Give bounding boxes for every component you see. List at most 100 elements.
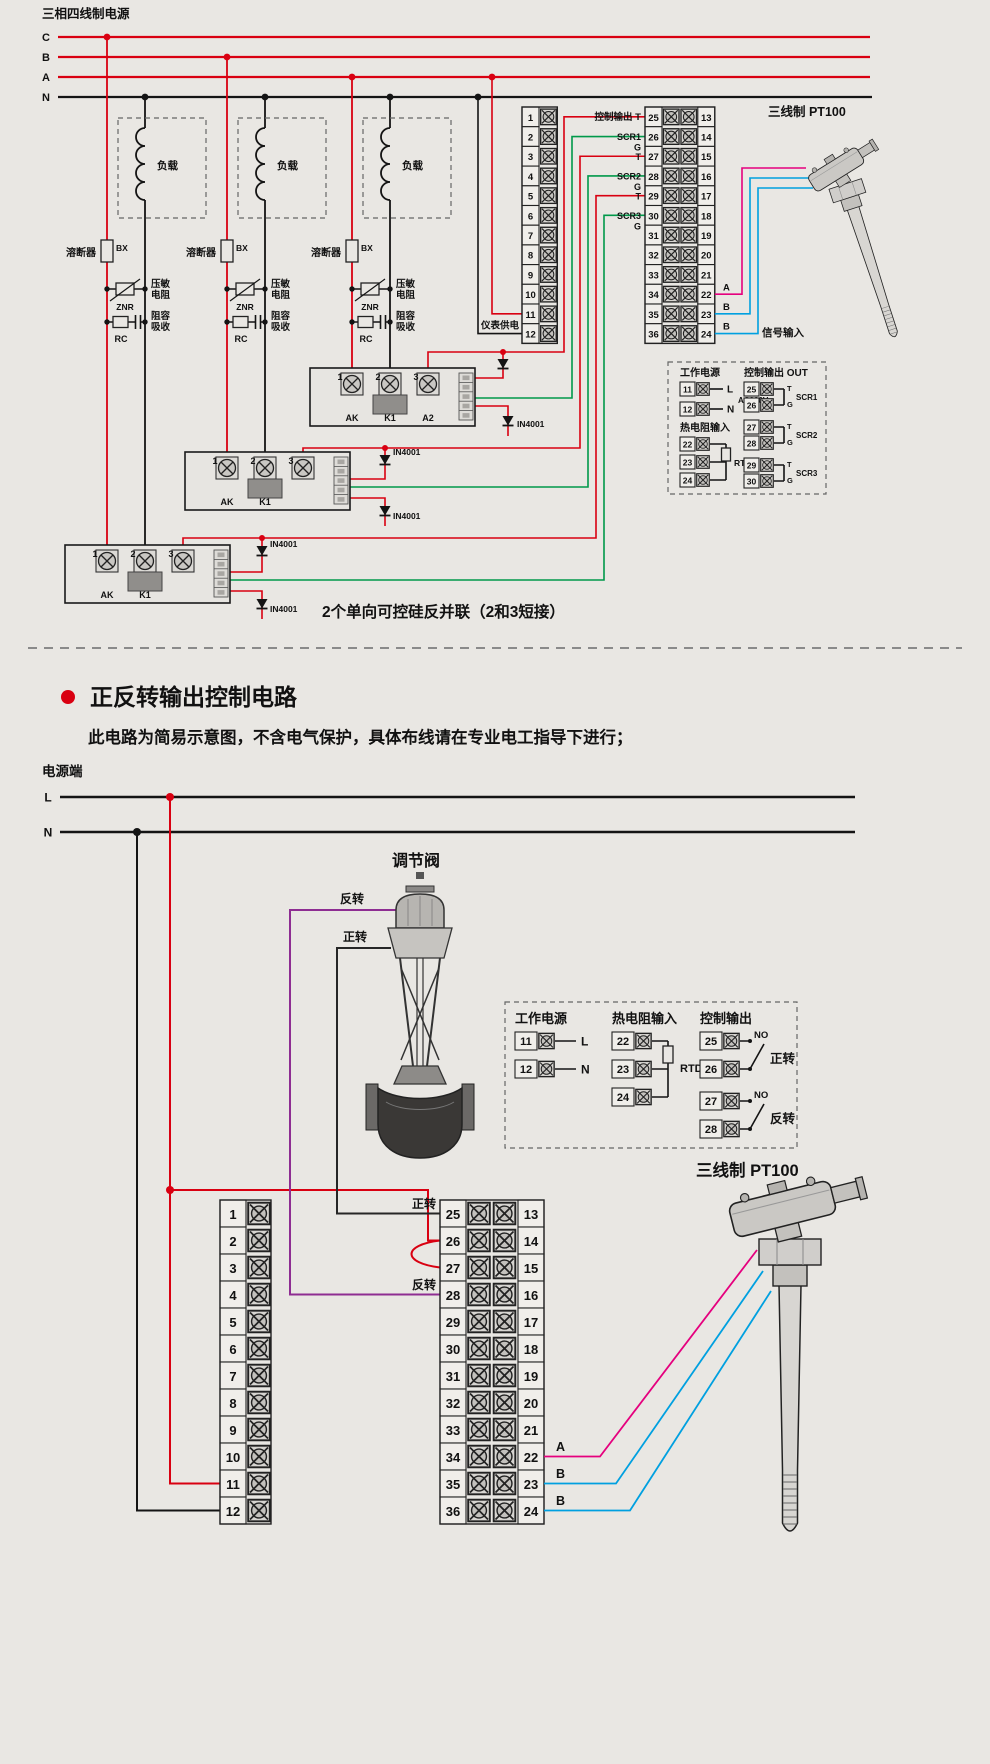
fuse-code: BX bbox=[361, 243, 373, 253]
terminal-number: 35 bbox=[446, 1477, 460, 1492]
pt100-label: 三线制 PT100 bbox=[768, 104, 846, 119]
rc-label: 阻容 bbox=[271, 310, 291, 322]
valve-label: 调节阀 bbox=[392, 851, 440, 870]
screw-terminal-icon bbox=[662, 226, 680, 244]
yoke-brace bbox=[400, 967, 440, 1061]
terminal-cell: 30 18 bbox=[644, 204, 716, 226]
load-label: 负载 bbox=[402, 159, 423, 172]
screw-terminal-icon bbox=[760, 458, 774, 472]
screw-terminal-icon bbox=[696, 402, 710, 416]
terminal-cell: 5 bbox=[521, 185, 557, 207]
wires-2 bbox=[136, 797, 441, 1512]
terminal-cell: 35 23 bbox=[644, 303, 716, 325]
flange-left bbox=[365, 1083, 379, 1131]
varistor-label: 电阻 bbox=[151, 289, 171, 301]
screw-terminal-icon bbox=[467, 1228, 491, 1253]
forward-wire bbox=[336, 947, 440, 1215]
screw-terminal-icon bbox=[662, 108, 680, 126]
terminal-cell: 36 24 bbox=[439, 1496, 545, 1525]
rc-label: 吸收 bbox=[396, 321, 416, 333]
section2-subtitle: 此电路为简易示意图，不含电气保护，具体布线请在专业电工指导下进行； bbox=[88, 727, 633, 747]
terminal-cell: 7 bbox=[521, 224, 557, 246]
terminal-cell: 5 bbox=[219, 1307, 271, 1336]
screw-terminal-icon bbox=[467, 1336, 491, 1361]
screw-terminal-icon bbox=[760, 382, 774, 396]
terminal-number: 25 bbox=[747, 385, 757, 395]
terminal-cell: 27 15 bbox=[644, 145, 716, 167]
terminal-number: 7 bbox=[528, 231, 533, 242]
terminal-cell: 1 bbox=[219, 1199, 271, 1228]
resistor-icon bbox=[112, 315, 129, 329]
module-tag: AK bbox=[101, 590, 114, 600]
load-label: 负载 bbox=[277, 159, 298, 172]
terminal-number: 5 bbox=[528, 192, 534, 203]
terminal-number: 3 bbox=[528, 152, 533, 163]
inductor-icon bbox=[380, 127, 391, 201]
reverse-label: 反转 bbox=[412, 1277, 436, 1292]
terminal-number: 32 bbox=[446, 1396, 460, 1411]
legend-rtd-title: 热电阻输入 bbox=[612, 1011, 677, 1026]
diode-label: IN4001 bbox=[393, 447, 421, 457]
diode-icon bbox=[378, 505, 392, 517]
junction-dots-2 bbox=[133, 793, 174, 1194]
terminal-number: 9 bbox=[229, 1423, 236, 1438]
signal-input-label: 信号输入 bbox=[762, 326, 804, 339]
forward-label: 正转 bbox=[412, 1196, 436, 1211]
valve-cap-bar bbox=[405, 885, 435, 893]
terminal-number: 12 bbox=[520, 1064, 532, 1076]
terminal-number: 35 bbox=[648, 310, 659, 321]
screw-terminal-icon bbox=[662, 305, 680, 323]
screw-terminal-icon bbox=[696, 437, 710, 451]
terminal-number: 19 bbox=[524, 1369, 538, 1384]
signal-a-label: A bbox=[723, 283, 730, 294]
signal-a-label: A bbox=[556, 1440, 565, 1454]
terminal-number: 11 bbox=[520, 1036, 532, 1048]
screw-terminal-icon bbox=[467, 1255, 491, 1280]
terminal-cell: 29 17 bbox=[644, 185, 716, 207]
fuse-label: 溶断器 bbox=[186, 246, 217, 259]
terminal-col-left: 1 2 3 4 5 6 bbox=[219, 1199, 271, 1525]
rc-label: 吸收 bbox=[151, 321, 171, 333]
screw-terminal-icon bbox=[662, 246, 680, 264]
terminal-block-1: 1 2 3 4 5 6 bbox=[480, 106, 804, 345]
diode-icon bbox=[496, 358, 510, 370]
screw-terminal-icon bbox=[247, 1309, 271, 1334]
screw-terminal-icon bbox=[680, 246, 698, 264]
terminal-number: 24 bbox=[701, 330, 712, 341]
screw-terminal-icon bbox=[247, 1336, 271, 1361]
valve-body bbox=[377, 1086, 463, 1159]
terminal-number: 11 bbox=[683, 385, 692, 395]
screw-terminal-icon bbox=[538, 1032, 555, 1050]
gate-label: G bbox=[787, 400, 793, 409]
screw-terminal-icon bbox=[492, 1444, 517, 1469]
screw-terminal-icon bbox=[662, 285, 680, 303]
terminal-cell: 32 20 bbox=[439, 1388, 545, 1417]
terminal-cell: 4 bbox=[521, 165, 557, 187]
resistor-icon bbox=[357, 315, 374, 329]
terminal-cell: 31 19 bbox=[644, 224, 716, 246]
terminal-cell: 26 14 bbox=[439, 1226, 545, 1255]
legend-power-title: 工作电源 bbox=[515, 1011, 567, 1026]
module-tag: AK bbox=[221, 497, 234, 507]
scr2-label: SCR2 bbox=[617, 172, 641, 182]
screw-terminal-icon bbox=[539, 246, 557, 264]
screw-terminal-icon bbox=[539, 325, 557, 343]
terminal-number: 25 bbox=[446, 1207, 460, 1222]
rtd-resistor-icon bbox=[720, 447, 732, 462]
screw-terminal-icon bbox=[539, 265, 557, 283]
screw-terminal-icon bbox=[662, 265, 680, 283]
screw-terminal-icon bbox=[662, 167, 680, 185]
rtd-resistor-icon bbox=[662, 1045, 674, 1064]
screw-terminal-icon bbox=[680, 108, 698, 126]
live-label: L bbox=[727, 385, 733, 396]
varistor-label: 压敏 bbox=[271, 278, 291, 290]
screw-terminal-icon bbox=[247, 1282, 271, 1307]
terminal-number: 29 bbox=[747, 461, 757, 471]
scr3-label: SCR3 bbox=[617, 211, 641, 221]
module-terminal-number: 1 bbox=[92, 549, 97, 559]
no-contact-label: NO bbox=[754, 1090, 768, 1101]
ctrl-output-label: 控制输出 T bbox=[595, 111, 642, 123]
terminal-number: 9 bbox=[528, 270, 533, 281]
terminal-col-mid: 25 13 26 14 27 15 bbox=[644, 106, 716, 344]
terminal-number: 22 bbox=[683, 440, 693, 450]
